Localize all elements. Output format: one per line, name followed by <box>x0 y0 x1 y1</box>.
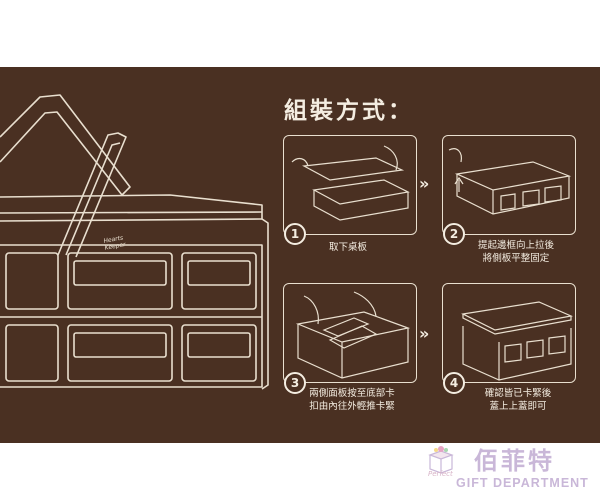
step-1-number: 1 <box>284 223 306 245</box>
step-arrow-3-4: » <box>419 324 430 343</box>
instruction-panel: Hearts Keeper 組裝方式： 1 取下桌板 » <box>0 67 600 443</box>
step-arrow-1-2: » <box>419 174 430 193</box>
step-4-illustration <box>442 283 576 383</box>
step-2-caption: 提起邊框向上拉後 將側板平整固定 <box>477 240 554 264</box>
gift-box-icon <box>428 446 454 474</box>
store-name-zh: 佰菲特 <box>474 447 555 475</box>
step-3-number: 3 <box>284 372 306 394</box>
step-2-number: 2 <box>443 223 465 245</box>
step-2-illustration <box>442 135 576 235</box>
step-3-caption: 兩側面板按至底部卡 扣由內往外輕推卡緊 <box>309 388 395 412</box>
store-name-en: GIFT DEPARTMENT <box>456 476 589 490</box>
basket-illustration <box>0 94 269 390</box>
instructions-title: 組裝方式： <box>284 98 414 124</box>
logo-script: Perfect <box>428 470 453 478</box>
step-4-number: 4 <box>443 372 465 394</box>
step-1-caption: 取下桌板 <box>328 242 367 253</box>
step-3-illustration <box>283 283 417 383</box>
step-1-illustration <box>283 135 417 235</box>
step-4-caption: 確認皆已卡緊後 蓋上上蓋即可 <box>484 388 552 412</box>
